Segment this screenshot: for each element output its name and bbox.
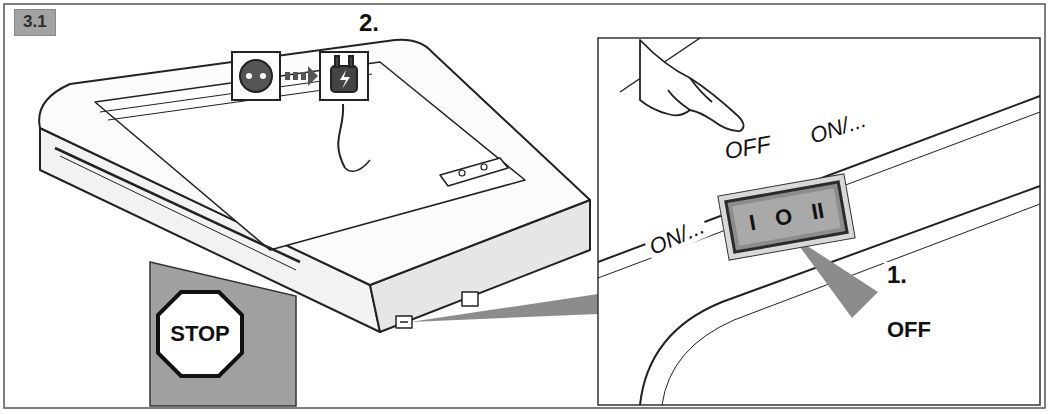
switch-symbol: O bbox=[773, 204, 794, 231]
laminator-body bbox=[481, 164, 487, 170]
hand bbox=[640, 40, 744, 131]
plug-icon bbox=[349, 56, 353, 67]
unplug-arrow bbox=[308, 66, 318, 86]
socket-icon bbox=[240, 60, 272, 92]
switch-symbol: II bbox=[809, 199, 825, 225]
laminator-body bbox=[60, 156, 296, 270]
zoom-panel bbox=[598, 38, 1040, 405]
laminator-body bbox=[95, 62, 525, 250]
laminator-body bbox=[39, 40, 590, 332]
plug-icon bbox=[340, 70, 350, 89]
laminator-body bbox=[55, 148, 300, 262]
unplug-arrow bbox=[285, 72, 290, 80]
zoom-wedge bbox=[410, 294, 598, 322]
switch-position: ON/... bbox=[804, 107, 872, 150]
step-number: 1. bbox=[884, 262, 910, 288]
plug-icon bbox=[320, 52, 368, 100]
stop-octagon bbox=[158, 292, 242, 376]
plug-icon bbox=[335, 56, 339, 67]
figure-frame bbox=[4, 4, 1045, 408]
power-cord bbox=[338, 104, 345, 168]
plug-icon bbox=[320, 52, 368, 100]
switch-state: OFF bbox=[884, 318, 934, 342]
switch-position: OFF bbox=[720, 131, 776, 165]
callout-wedge bbox=[792, 236, 878, 318]
step-number: 2. bbox=[356, 10, 382, 36]
plug-icon bbox=[331, 66, 357, 92]
hand bbox=[640, 40, 744, 131]
stop-sheet bbox=[150, 262, 296, 406]
socket-icon bbox=[246, 73, 252, 79]
node-text: 3.1 bbox=[23, 13, 47, 32]
laminator-body bbox=[462, 292, 478, 306]
zoomed-housing bbox=[662, 204, 1040, 405]
unplug-arrow bbox=[301, 72, 306, 80]
switch-position: ON/... bbox=[643, 213, 711, 261]
zoomed-housing bbox=[598, 38, 1040, 405]
small-switch bbox=[396, 316, 412, 328]
zoomed-housing bbox=[598, 96, 1040, 262]
switch-symbol: I bbox=[747, 211, 757, 236]
socket-icon bbox=[232, 52, 280, 100]
unplug-arrow bbox=[285, 66, 318, 86]
socket-icon bbox=[260, 73, 266, 79]
laminator-body bbox=[459, 170, 465, 176]
laminator-body bbox=[39, 40, 590, 285]
stop-sign: STOP bbox=[155, 289, 245, 379]
step-badge: 3.1 bbox=[14, 9, 56, 36]
unplug-arrow bbox=[293, 72, 298, 80]
socket-icon bbox=[232, 52, 280, 100]
hand bbox=[668, 78, 712, 110]
laminator-body bbox=[400, 321, 408, 323]
node-text: STOP bbox=[170, 322, 230, 346]
laminator-body bbox=[440, 158, 508, 186]
rocker-switch: IO II bbox=[724, 180, 849, 254]
power-cord bbox=[345, 160, 370, 171]
